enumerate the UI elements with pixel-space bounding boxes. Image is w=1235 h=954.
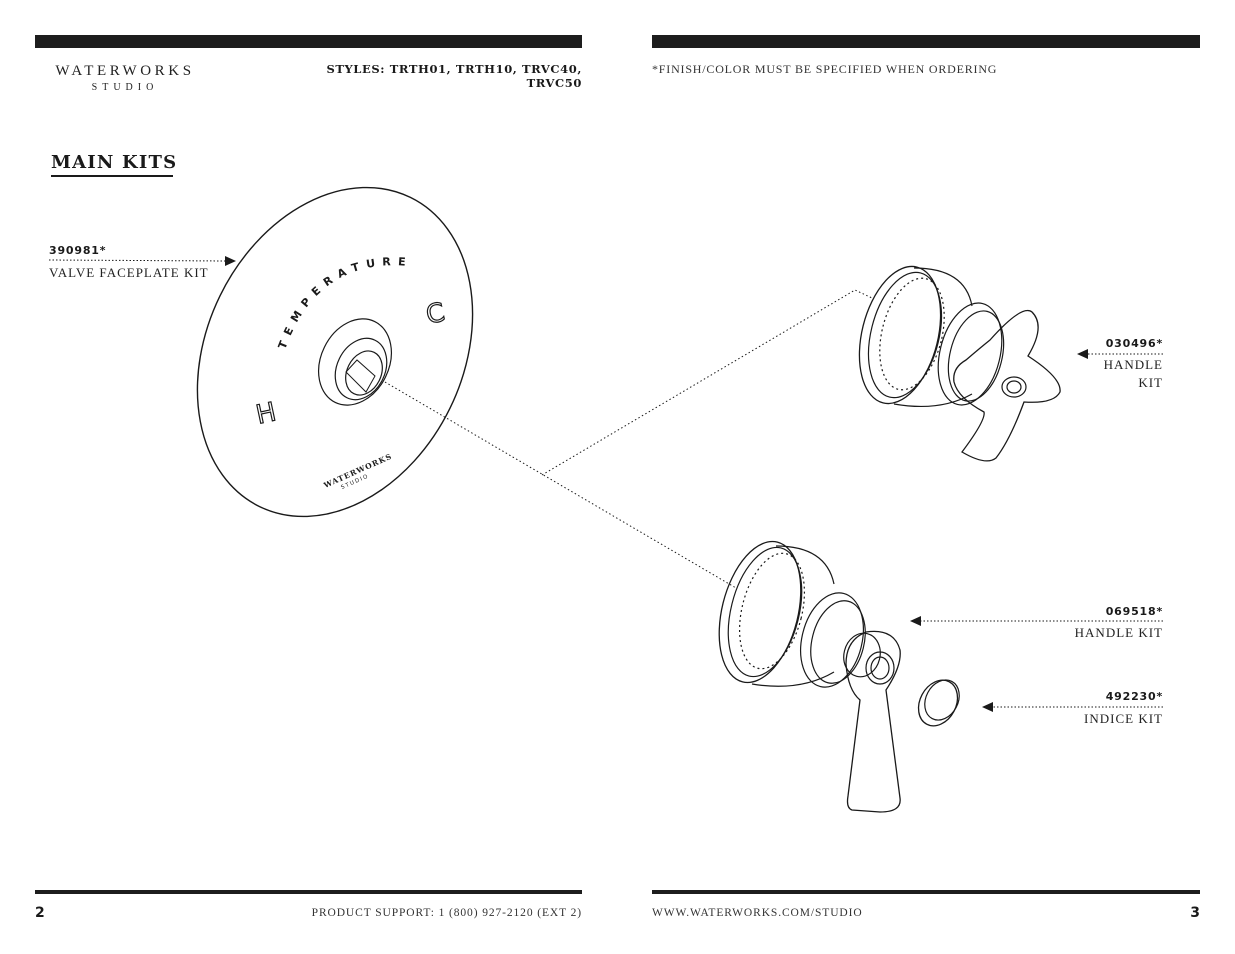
styles-list: STYLES: TRTH01, TRTH10, TRVC40, TRVC50: [326, 62, 582, 90]
callout-leaders: [48, 259, 1163, 708]
brand-logo: WATERWORKS STUDIO: [35, 62, 215, 95]
valve-faceplate: [196, 186, 474, 518]
part-name-cross-handle-2: KIT: [1138, 375, 1163, 390]
website-link[interactable]: WWW.WATERWORKS.COM/STUDIO: [652, 907, 863, 919]
part-number-faceplate: 390981*: [49, 244, 107, 257]
part-name-faceplate: VALVE FACEPLATE KIT: [49, 265, 209, 280]
finish-note: *FINISH/COLOR MUST BE SPECIFIED WHEN ORD…: [652, 62, 998, 76]
faceplate-temperature: TEMPERATURE: [276, 255, 413, 351]
faceplate-hot-label: H: [254, 397, 279, 430]
part-number-cross-handle: 030496*: [1105, 337, 1163, 350]
faceplate-cold-label: C: [424, 298, 448, 331]
indice-button: [917, 679, 960, 727]
product-support: PRODUCT SUPPORT: 1 (800) 927-2120 (EXT 2…: [311, 907, 582, 919]
section-title-underline: [51, 175, 173, 177]
cross-handle: [858, 265, 1061, 462]
section-title: MAIN KITS: [51, 152, 178, 173]
part-name-lever-handle: HANDLE KIT: [1074, 625, 1163, 640]
brand-name: WATERWORKS: [55, 63, 195, 79]
part-name-cross-handle-1: HANDLE: [1103, 357, 1163, 372]
top-bar-left: [35, 35, 582, 48]
footer-rule-right: [652, 890, 1200, 894]
part-number-lever-handle: 069518*: [1105, 605, 1163, 618]
lever-handle: [718, 540, 901, 813]
part-name-indice: INDICE KIT: [1084, 711, 1163, 726]
callout-arrowheads: [225, 256, 1088, 712]
part-number-indice: 492230*: [1105, 690, 1163, 703]
page-number-right: 3: [1190, 905, 1200, 921]
brand-sub: STUDIO: [91, 82, 159, 93]
assembly-lines: [384, 289, 873, 589]
footer-rule-left: [35, 890, 582, 894]
top-bar-right: [652, 35, 1200, 48]
page-number-left: 2: [35, 905, 45, 921]
